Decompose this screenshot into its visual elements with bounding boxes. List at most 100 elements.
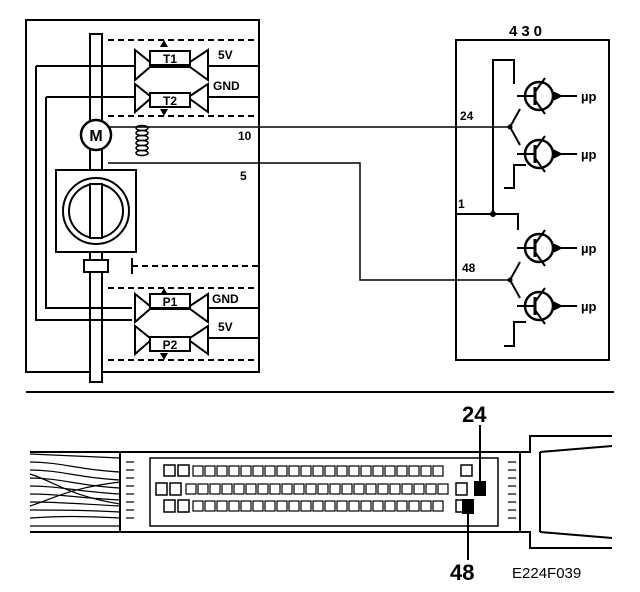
connector-pin [389,483,401,495]
connector-pin [312,500,324,512]
connector-pin [305,483,317,495]
connector-pin [269,483,281,495]
ecu-label: 430 [509,23,546,40]
connector-pin [348,500,360,512]
connector-pin [413,483,425,495]
connector-pin [221,483,233,495]
connector-pin [432,500,444,512]
connector-pin [372,500,384,512]
connector-pin [288,500,300,512]
connector-pin [401,483,413,495]
motor-coil-icon [135,124,149,157]
connector-pin [204,465,216,477]
label-gnd-bottom: GND [212,292,239,306]
connector-pin [324,500,336,512]
connector-pin [288,465,300,477]
connector-pin [317,483,329,495]
connector-pin [228,465,240,477]
connector-pin [396,500,408,512]
connector-pin [377,483,389,495]
connector-pin [360,465,372,477]
p1-label: P1 [163,295,178,309]
connector-pin [348,465,360,477]
connector-pin [336,500,348,512]
pin-24-highlight [474,481,486,496]
connector-pin [372,465,384,477]
connector-pin [192,500,204,512]
mup-label: µp [581,241,596,256]
motor-symbol: M [79,118,113,152]
sensor-p1: P1 [134,291,209,325]
connector-pin-24-label: 24 [462,402,487,427]
pin-48-highlight [462,499,474,514]
connector-pin [276,500,288,512]
label-gnd-top: GND [213,79,240,93]
ecu-pin-1: 1 [458,197,465,211]
label-5v-top: 5V [218,48,233,62]
connector-pin [228,500,240,512]
connector-pin [276,465,288,477]
connector-pin-48-label: 48 [450,560,474,585]
t1-label: T1 [163,52,177,66]
transistor-icon [515,134,579,174]
connector-pin [293,483,305,495]
connector-pin [360,500,372,512]
sensor-p2: P2 [134,323,209,357]
connector-pin [384,465,396,477]
connector-pin [365,483,377,495]
connector-pin [324,465,336,477]
ecu-pin-48: 48 [462,261,476,275]
connector-pin [240,465,252,477]
connector-pin [408,500,420,512]
connector-pin [353,483,365,495]
connector-pin [216,500,228,512]
sensor-t2: T2 [134,81,209,115]
connector-pin [408,465,420,477]
connector-pin [257,483,269,495]
motor-label: M [89,128,102,145]
sensor-t1: T1 [134,47,209,83]
connector-pin [420,500,432,512]
connector-pin [192,465,204,477]
connector-pin [197,483,209,495]
ecu-430: 430 µp µp µp µp 24 1 48 [455,23,610,361]
connector-pin [216,465,228,477]
ecu-pin-24: 24 [460,109,474,123]
connector-pin [384,500,396,512]
mup-label: µp [581,299,596,314]
connector-pin [204,500,216,512]
signal-wires [108,126,510,281]
t2-label: T2 [163,94,177,108]
connector-pin [264,465,276,477]
connector-pin [300,500,312,512]
label-5v-bottom: 5V [218,320,233,334]
connector-pin [425,483,437,495]
transistor-icon [515,286,579,326]
connector-pin [341,483,353,495]
connector-pin [336,465,348,477]
connector-pin-rows [185,465,449,512]
connector-pin [264,500,276,512]
transistor-icon [515,76,579,116]
connector-pin [209,483,221,495]
connector-pin [281,483,293,495]
mup-label: µp [581,147,596,162]
connector-pin [245,483,257,495]
connector-pin [252,465,264,477]
connector-pin [437,483,449,495]
connector-pin [300,465,312,477]
label-pin-5: 5 [240,169,247,183]
connector-pin [185,483,197,495]
p2-label: P2 [163,338,178,352]
figure-reference: E224F039 [512,565,581,582]
connector-pin [432,465,444,477]
connector-pin [329,483,341,495]
connector-pin [420,465,432,477]
connector-pin [312,465,324,477]
connector-pin [240,500,252,512]
mup-label: µp [581,89,596,104]
label-pin-10: 10 [238,129,252,143]
connector-pin [396,465,408,477]
connector-pin [252,500,264,512]
